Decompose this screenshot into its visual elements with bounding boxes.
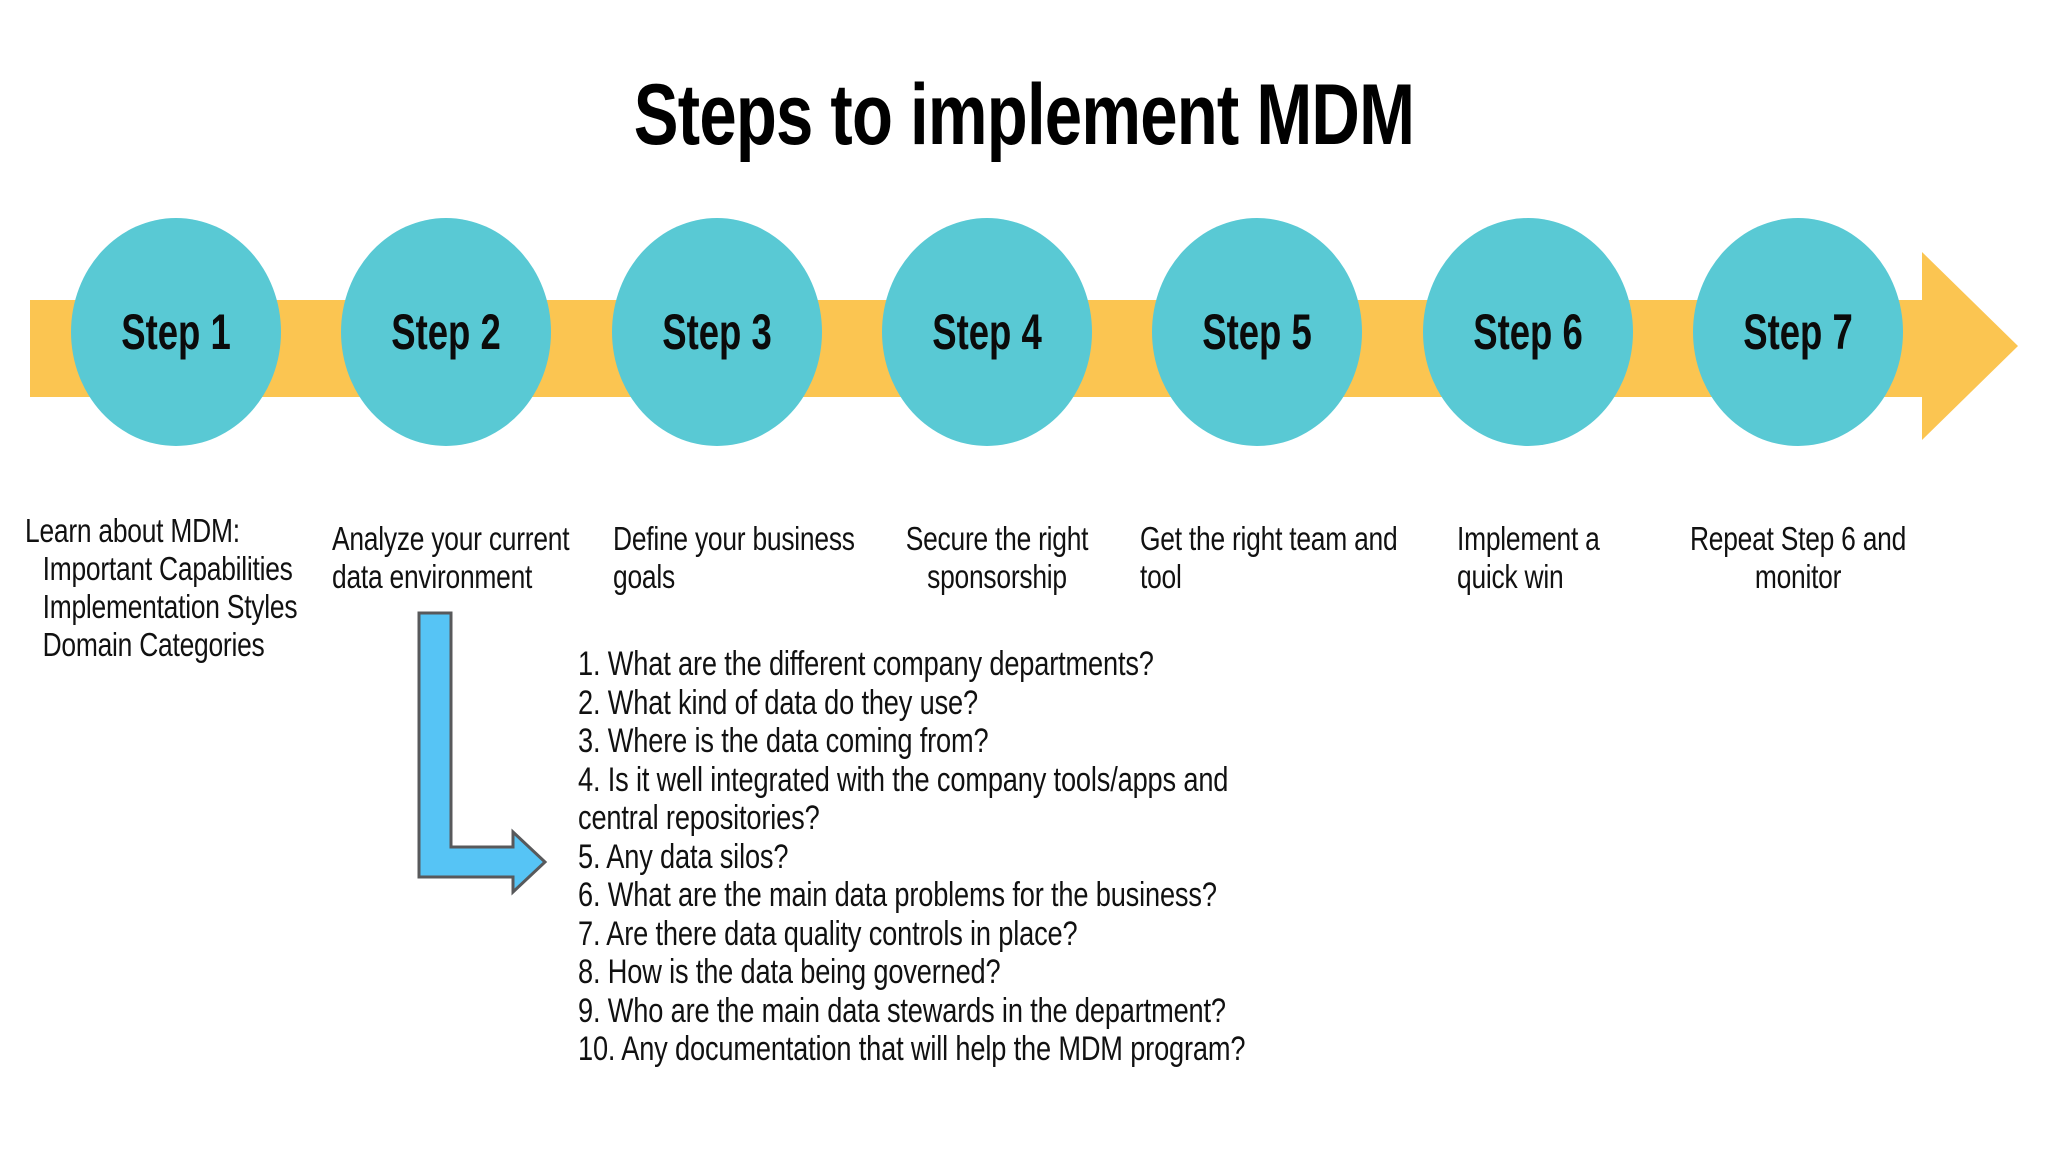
step-5-label: Step 5: [1202, 304, 1312, 360]
question-line: 1. What are the different company depart…: [578, 645, 1154, 683]
desc-line: monitor: [1754, 558, 1842, 595]
question-line: 4. Is it well integrated with the compan…: [578, 760, 1229, 799]
desc-line: quick win: [1457, 558, 1564, 595]
timeline-arrowhead-icon: [1922, 252, 2018, 440]
step-5-description: Get the right team and tool: [1140, 520, 1398, 596]
step-2-label: Step 2: [391, 304, 501, 360]
question-line: 3. Where is the data coming from?: [578, 722, 989, 760]
step-6-description: Implement a quick win: [1457, 520, 1600, 596]
question-line: 8. How is the data being governed?: [578, 953, 1001, 991]
step-circle-3: Step 3: [612, 218, 822, 446]
desc-line: Secure the right: [905, 520, 1089, 557]
question-line: 9. Who are the main data stewards in the…: [578, 991, 1226, 1030]
desc-line: tool: [1140, 558, 1182, 595]
step-circle-7: Step 7: [1693, 218, 1903, 446]
desc-line: Analyze your current: [332, 520, 570, 557]
question-line: central repositories?: [578, 799, 820, 837]
step-7-label: Step 7: [1743, 304, 1853, 360]
step-7-description: Repeat Step 6 and monitor: [1678, 520, 1918, 596]
step-3-description: Define your business goals: [613, 520, 855, 596]
desc-line: Implement a: [1457, 520, 1600, 557]
step-circle-1: Step 1: [71, 218, 281, 446]
question-line: 7. Are there data quality controls in pl…: [578, 914, 1078, 953]
desc-line: Implementation Styles: [42, 588, 298, 625]
desc-line: Domain Categories: [42, 626, 265, 663]
step-1-sub-items: Important Capabilities Implementation St…: [43, 550, 298, 664]
step-circle-2: Step 2: [341, 218, 551, 446]
questions-list: 1. What are the different company depart…: [578, 645, 1245, 1069]
question-line: 5. Any data silos?: [578, 837, 789, 876]
question-line: 10. Any documentation that will help the…: [578, 1030, 1246, 1068]
step-circle-6: Step 6: [1423, 218, 1633, 446]
step-2-description: Analyze your current data environment: [332, 520, 570, 596]
question-line: 6. What are the main data problems for t…: [578, 876, 1217, 914]
desc-line: Get the right team and: [1140, 520, 1398, 557]
desc-line: Repeat Step 6 and: [1689, 520, 1907, 557]
desc-line: goals: [613, 558, 675, 595]
step-1-label: Step 1: [121, 304, 231, 360]
desc-line: Define your business: [613, 520, 855, 557]
desc-line: Learn about MDM:: [25, 512, 240, 549]
desc-line: sponsorship: [927, 558, 1067, 595]
elbow-arrow-icon: [417, 611, 548, 896]
step-circle-4: Step 4: [882, 218, 1092, 446]
desc-line: data environment: [332, 558, 533, 595]
step-circle-5: Step 5: [1152, 218, 1362, 446]
step-1-description: Learn about MDM: Important Capabilities …: [25, 512, 298, 664]
step-4-label: Step 4: [932, 304, 1042, 360]
question-line: 2. What kind of data do they use?: [578, 683, 978, 722]
step-6-label: Step 6: [1473, 304, 1583, 360]
step-4-description: Secure the right sponsorship: [877, 520, 1117, 596]
desc-line: Important Capabilities: [42, 550, 293, 587]
page-title: Steps to implement MDM: [633, 67, 1415, 163]
step-3-label: Step 3: [662, 304, 772, 360]
